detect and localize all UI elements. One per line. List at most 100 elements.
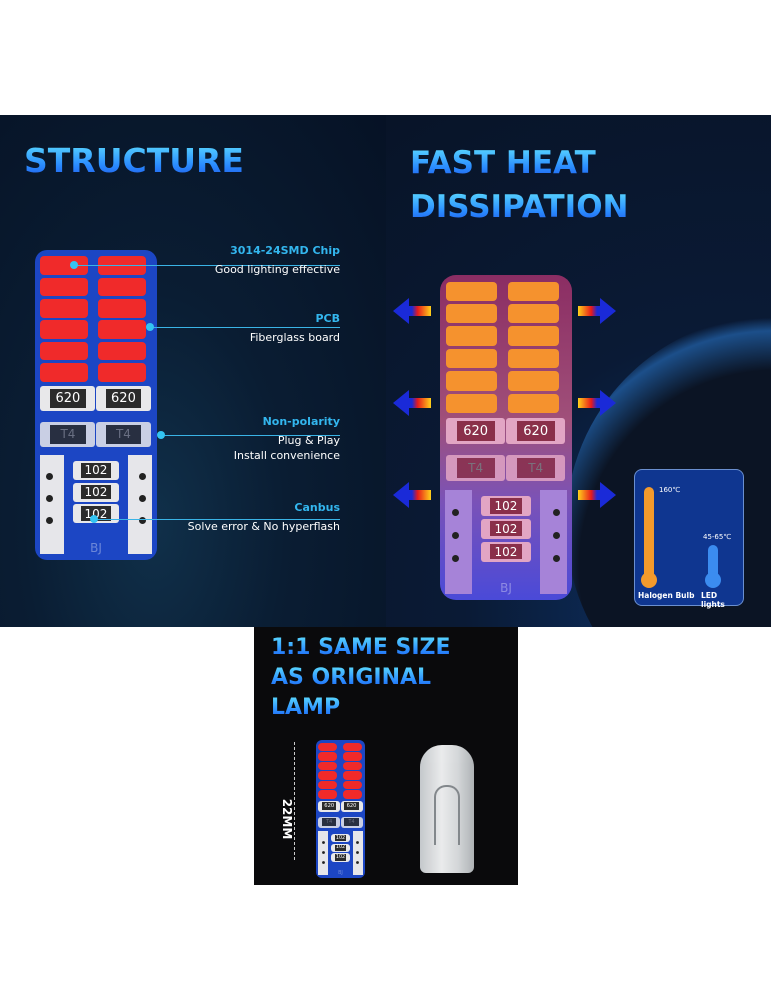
led-chip	[445, 326, 498, 346]
resistor-620-label: 620	[50, 389, 86, 409]
resistor-102-label: 102	[81, 484, 111, 500]
resistor-102: 102	[72, 482, 120, 502]
via-hole	[451, 554, 459, 562]
heat-arrow-left-icon	[393, 482, 431, 508]
temperature-comparison-box: 160℃ 45-65℃ Halogen Bulb LED lights	[634, 469, 744, 609]
resistor-102-label: 102	[489, 543, 523, 560]
transistor-t4: T4	[96, 422, 151, 447]
resistor-102-label: 102	[334, 854, 347, 861]
pcb-marking: BJ	[90, 541, 102, 556]
contact-pad	[445, 489, 472, 594]
via-hole	[553, 509, 561, 516]
transistor-t4: T4	[318, 816, 341, 828]
resistor-620: 620	[340, 800, 363, 812]
contact-pad	[540, 489, 567, 594]
transistor-t4-label: T4	[344, 817, 359, 827]
led-chip	[40, 341, 89, 361]
led-chip	[342, 771, 362, 780]
size-title-line2: AS ORIGINAL	[271, 665, 432, 690]
via-hole	[553, 554, 561, 562]
resistor-620-label: 620	[105, 389, 142, 409]
halogen-bulb-image	[420, 745, 474, 873]
led-chip	[342, 752, 362, 761]
structure-title: STRUCTURE	[24, 141, 244, 180]
led-chip	[98, 363, 146, 382]
transistor-t4-label: T4	[456, 458, 495, 479]
resistor-620-label: 620	[344, 802, 359, 811]
transistor-t4: T4	[40, 422, 96, 447]
transistor-t4-label: T4	[322, 817, 337, 827]
callout-heading: Canbus	[294, 501, 340, 514]
via-hole	[553, 531, 561, 539]
transistor-t4: T4	[506, 455, 566, 482]
resistor-620: 620	[506, 418, 566, 444]
callout-chip: 3014-24SMD Chip Good lighting effective	[215, 244, 340, 278]
led-chip	[318, 790, 338, 799]
bulb-filament	[434, 785, 460, 845]
led-chip	[445, 348, 498, 369]
led-chip	[318, 761, 338, 771]
led-chip	[318, 771, 338, 780]
resistor-102: 102	[480, 518, 532, 539]
led-chip	[40, 256, 89, 275]
resistor-102-label: 102	[489, 498, 523, 514]
resistor-620-label: 620	[516, 421, 555, 441]
callout-pcb: PCB Fiberglass board	[250, 312, 340, 346]
resistor-620: 620	[96, 386, 151, 412]
via-hole	[139, 516, 147, 524]
halogen-thermometer-icon	[644, 487, 654, 582]
resistor-102: 102	[480, 496, 532, 517]
via-hole	[139, 494, 147, 502]
heat-title-line2: DISSIPATION	[410, 189, 629, 225]
resistor-102: 102	[331, 853, 350, 862]
led-chip	[98, 277, 146, 297]
via-hole	[451, 531, 459, 539]
contact-pad	[127, 454, 153, 554]
heat-arrow-right-icon	[578, 482, 616, 508]
dimension-label: 22MM	[280, 798, 294, 840]
resistor-102: 102	[72, 504, 120, 524]
resistor-102: 102	[480, 541, 532, 562]
callout-heading: Non-polarity	[262, 415, 340, 428]
resistor-102-label: 102	[334, 834, 347, 842]
via-hole	[45, 494, 53, 502]
resistor-102-label: 102	[334, 844, 347, 852]
halogen-label: Halogen Bulb	[638, 591, 695, 600]
heat-arrow-right-icon	[578, 298, 616, 324]
led-chip	[98, 341, 146, 361]
transistor-t4-label: T4	[105, 425, 142, 444]
transistor-t4: T4	[340, 816, 363, 828]
led-chip	[445, 303, 498, 324]
led-chip	[318, 752, 338, 761]
size-title-line1: 1:1 SAME SIZE	[271, 635, 451, 660]
led-chip	[342, 742, 362, 752]
led-chip	[508, 348, 560, 369]
led-chip	[40, 277, 89, 297]
led-chip	[318, 780, 338, 790]
led-chip	[40, 298, 89, 318]
callout-heading: 3014-24SMD Chip	[230, 244, 340, 257]
led-chip	[40, 320, 89, 339]
via-hole	[355, 841, 359, 845]
transistor-t4: T4	[445, 455, 506, 482]
led-label: LED lights	[701, 591, 725, 609]
callout-non-polarity: Non-polarity Plug & Play Install conveni…	[234, 415, 340, 464]
via-hole	[322, 851, 326, 854]
led-thermometer-icon	[708, 545, 718, 582]
led-temp: 45-65℃	[703, 533, 732, 541]
halogen-thermometer-bulb-icon	[641, 572, 657, 588]
led-chip	[508, 303, 560, 324]
led-chip	[445, 393, 498, 414]
heat-arrow-left-icon	[393, 298, 431, 324]
transistor-t4-label: T4	[516, 458, 555, 479]
led-chip	[508, 326, 560, 346]
resistor-620-label: 620	[322, 802, 337, 811]
resistor-620: 620	[318, 800, 341, 812]
led-chip	[508, 393, 560, 414]
callout-text: Good lighting effective	[214, 263, 340, 276]
